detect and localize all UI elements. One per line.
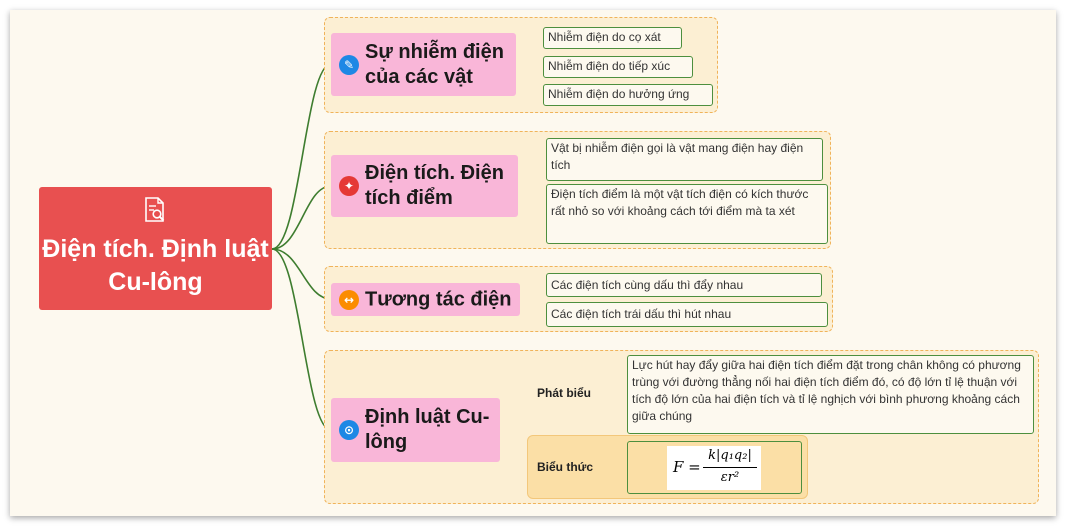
connector-root-branch-1 — [271, 63, 332, 250]
leaf-2-2[interactable]: Điện tích điểm là một vật tích điện có k… — [546, 184, 828, 244]
leaf-1-2[interactable]: Nhiễm điện do tiếp xúc — [543, 56, 693, 78]
leaf-1-3[interactable]: Nhiễm điện do hưởng ứng — [543, 84, 713, 106]
leaf-2-1[interactable]: Vật bị nhiễm điện gọi là vật mang điện h… — [546, 138, 823, 181]
pencil-icon: ✎ — [339, 54, 359, 75]
formula-lhs: F = — [673, 458, 701, 476]
sub-label-expression[interactable]: Biểu thức — [537, 460, 594, 474]
leaf-1-1[interactable]: Nhiễm điện do cọ xát — [543, 27, 682, 49]
formula-numerator: k|q₁q₂| — [708, 448, 752, 463]
branch-2[interactable]: ✦ Điện tích. Điện tích điểm — [331, 155, 518, 217]
connector-root-branch-3 — [271, 248, 332, 300]
branch-3-label: Tương tác điện — [365, 288, 512, 310]
statement-text[interactable]: Lực hút hay đẩy giữa hai điện tích điểm … — [627, 355, 1034, 434]
arrows-icon: ↔ — [339, 289, 359, 310]
sub-label-statement[interactable]: Phát biểu — [537, 386, 592, 400]
lock-icon: ⊙ — [339, 420, 359, 440]
pin-icon: ✦ — [339, 176, 359, 196]
branch-1-label: Sự nhiễm điện của các vật — [365, 40, 504, 88]
branch-3[interactable]: ↔ Tương tác điện — [331, 283, 520, 316]
connector-root-branch-4 — [271, 248, 332, 431]
formula-denominator: εr² — [720, 470, 740, 485]
root-node[interactable]: Điện tích. Định luật Cu-lông — [39, 187, 272, 310]
branch-4-label: Định luật Cu-lông — [365, 406, 490, 453]
connector-root-branch-2 — [271, 185, 332, 250]
document-search-icon — [145, 197, 165, 222]
branch-2-label: Điện tích. Điện tích điểm — [365, 162, 504, 209]
formula-expression: F = k|q₁q₂| εr² — [667, 446, 761, 490]
root-title: Điện tích. Định luật Cu-lông — [42, 235, 269, 296]
leaf-3-2[interactable]: Các điện tích trái dấu thì hút nhau — [546, 302, 828, 327]
formula-fraction-bar — [703, 467, 757, 468]
branch-1[interactable]: ✎ Sự nhiễm điện của các vật — [331, 33, 516, 96]
branch-4[interactable]: ⊙ Định luật Cu-lông — [331, 398, 500, 462]
leaf-3-1[interactable]: Các điện tích cùng dấu thì đẩy nhau — [546, 273, 822, 297]
